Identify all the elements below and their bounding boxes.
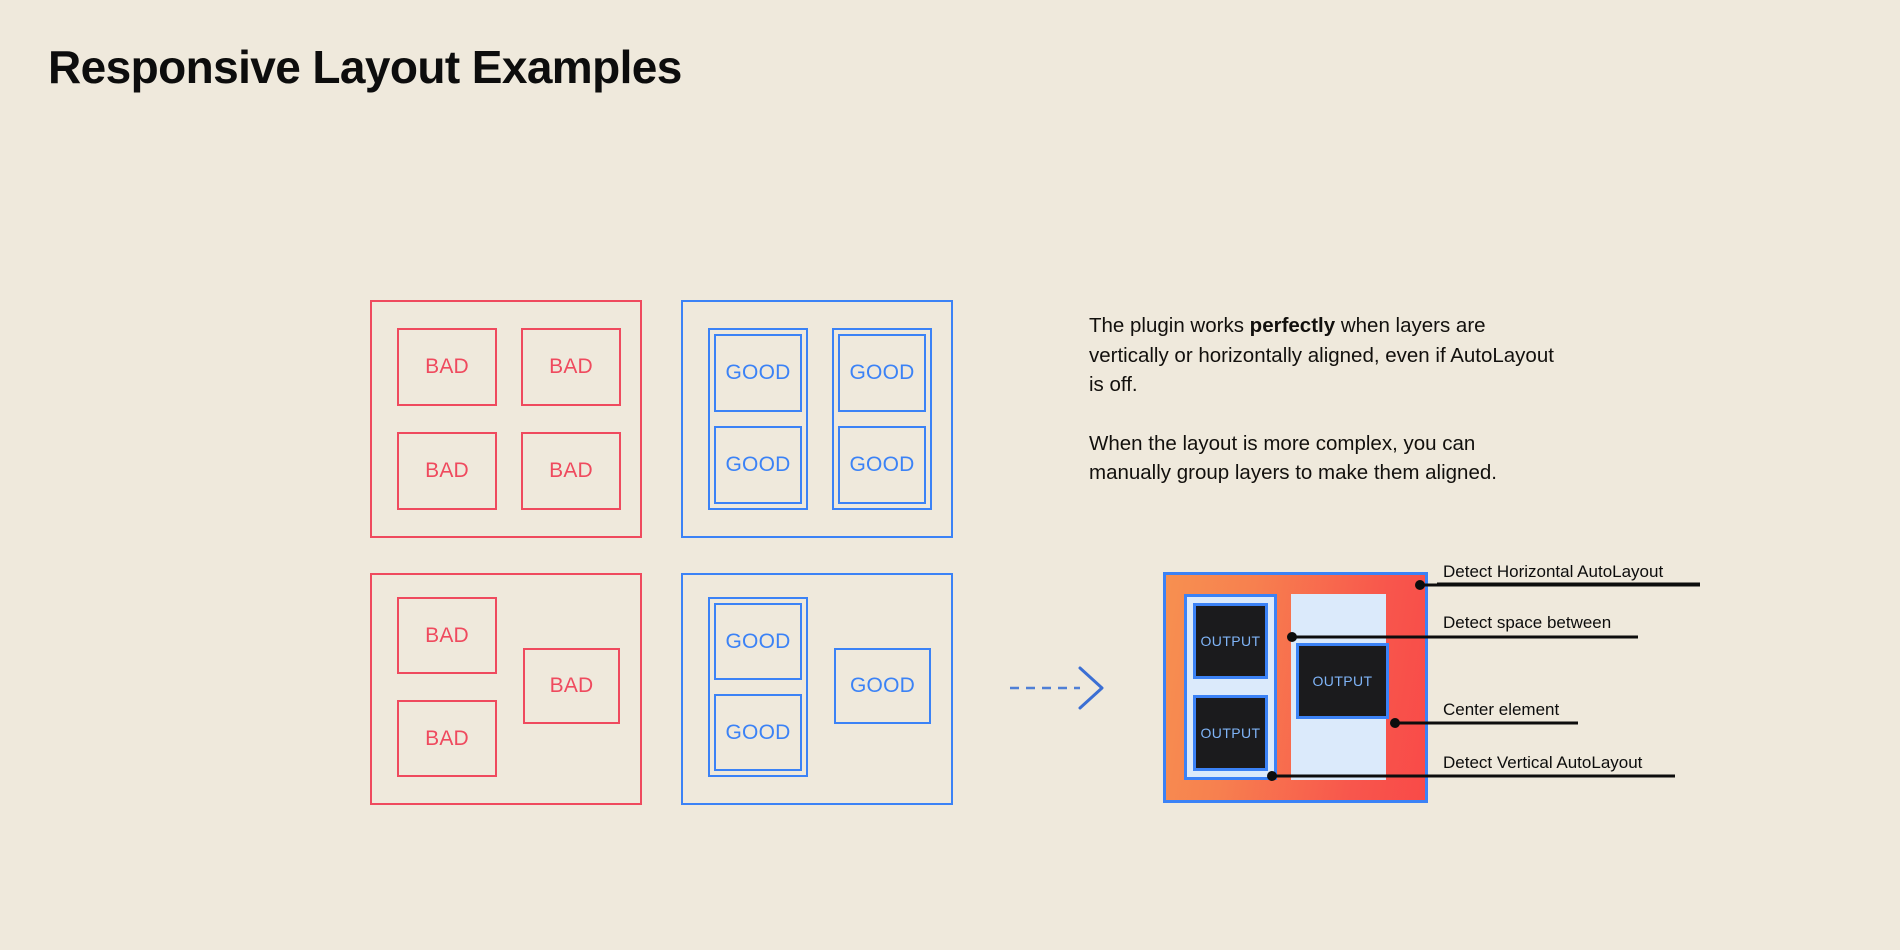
cell-label: GOOD bbox=[850, 674, 915, 697]
diagram-output-box: OUTPUT bbox=[1193, 695, 1268, 771]
cell-label: BAD bbox=[425, 459, 469, 482]
bad-cell: BAD bbox=[397, 597, 497, 674]
good-group-wrapper: GOOD GOOD bbox=[708, 328, 808, 510]
cell-label: BAD bbox=[425, 623, 469, 647]
cell-label: BAD bbox=[425, 355, 469, 378]
cell-label: GOOD bbox=[725, 629, 791, 653]
good-cell: GOOD bbox=[714, 694, 802, 771]
output-label: OUTPUT bbox=[1200, 633, 1261, 649]
good-group-wrapper: GOOD GOOD bbox=[708, 597, 808, 777]
diagram-output-box: OUTPUT bbox=[1193, 603, 1268, 679]
bad-cell: BAD bbox=[521, 432, 621, 510]
description-p1-tail: when layers are vertically or horizontal… bbox=[1089, 314, 1554, 396]
cell-label: GOOD bbox=[725, 453, 791, 476]
result-diagram: OUTPUT OUTPUT OUTPUT bbox=[1163, 572, 1428, 803]
good-cell: GOOD bbox=[834, 648, 931, 724]
example-panel-bad-complex: BAD BAD BAD bbox=[370, 573, 642, 805]
cell-label: BAD bbox=[549, 459, 593, 482]
callout-detect-horizontal-autolayout: Detect Horizontal AutoLayout bbox=[1443, 562, 1664, 581]
bad-cell: BAD bbox=[521, 328, 621, 406]
description-paragraph-2: When the layout is more complex, you can… bbox=[1089, 431, 1497, 485]
good-cell: GOOD bbox=[714, 603, 802, 680]
callout-center-element: Center element bbox=[1443, 700, 1560, 719]
cell-label: GOOD bbox=[725, 720, 791, 744]
cell-label: GOOD bbox=[849, 453, 915, 476]
good-cell: GOOD bbox=[838, 426, 926, 504]
cell-label: BAD bbox=[549, 355, 593, 378]
description-paragraph-1: The plugin works perfectly when layers a… bbox=[1089, 311, 1559, 400]
bad-cell: BAD bbox=[523, 648, 620, 724]
cell-label: GOOD bbox=[849, 361, 915, 384]
example-panel-good-complex: GOOD GOOD GOOD bbox=[681, 573, 953, 805]
description-p1-emphasis: perfectly bbox=[1249, 314, 1336, 337]
output-label: OUTPUT bbox=[1200, 725, 1261, 741]
dashed-arrow-right-icon bbox=[1008, 662, 1108, 714]
cell-label: GOOD bbox=[725, 361, 791, 384]
example-panel-bad-grid: BAD BAD BAD BAD bbox=[370, 300, 642, 538]
bad-cell: BAD bbox=[397, 432, 497, 510]
callout-detect-vertical-autolayout: Detect Vertical AutoLayout bbox=[1443, 753, 1643, 772]
good-cell: GOOD bbox=[714, 334, 802, 412]
good-cell: GOOD bbox=[714, 426, 802, 504]
diagram-left-column: OUTPUT OUTPUT bbox=[1184, 594, 1277, 780]
example-panel-good-grid: GOOD GOOD GOOD GOOD bbox=[681, 300, 953, 538]
description-text: The plugin works perfectly when layers a… bbox=[1089, 311, 1559, 488]
diagram-output-box: OUTPUT bbox=[1296, 643, 1389, 719]
callout-detect-space-between: Detect space between bbox=[1443, 613, 1612, 632]
cell-label: BAD bbox=[549, 674, 594, 697]
good-group-wrapper: GOOD GOOD bbox=[832, 328, 932, 510]
good-cell: GOOD bbox=[838, 334, 926, 412]
page-title: Responsive Layout Examples bbox=[48, 41, 682, 93]
output-label: OUTPUT bbox=[1312, 673, 1373, 689]
bad-cell: BAD bbox=[397, 328, 497, 406]
bad-cell: BAD bbox=[397, 700, 497, 777]
description-p1-lead: The plugin works bbox=[1089, 314, 1250, 337]
cell-label: BAD bbox=[425, 726, 469, 750]
